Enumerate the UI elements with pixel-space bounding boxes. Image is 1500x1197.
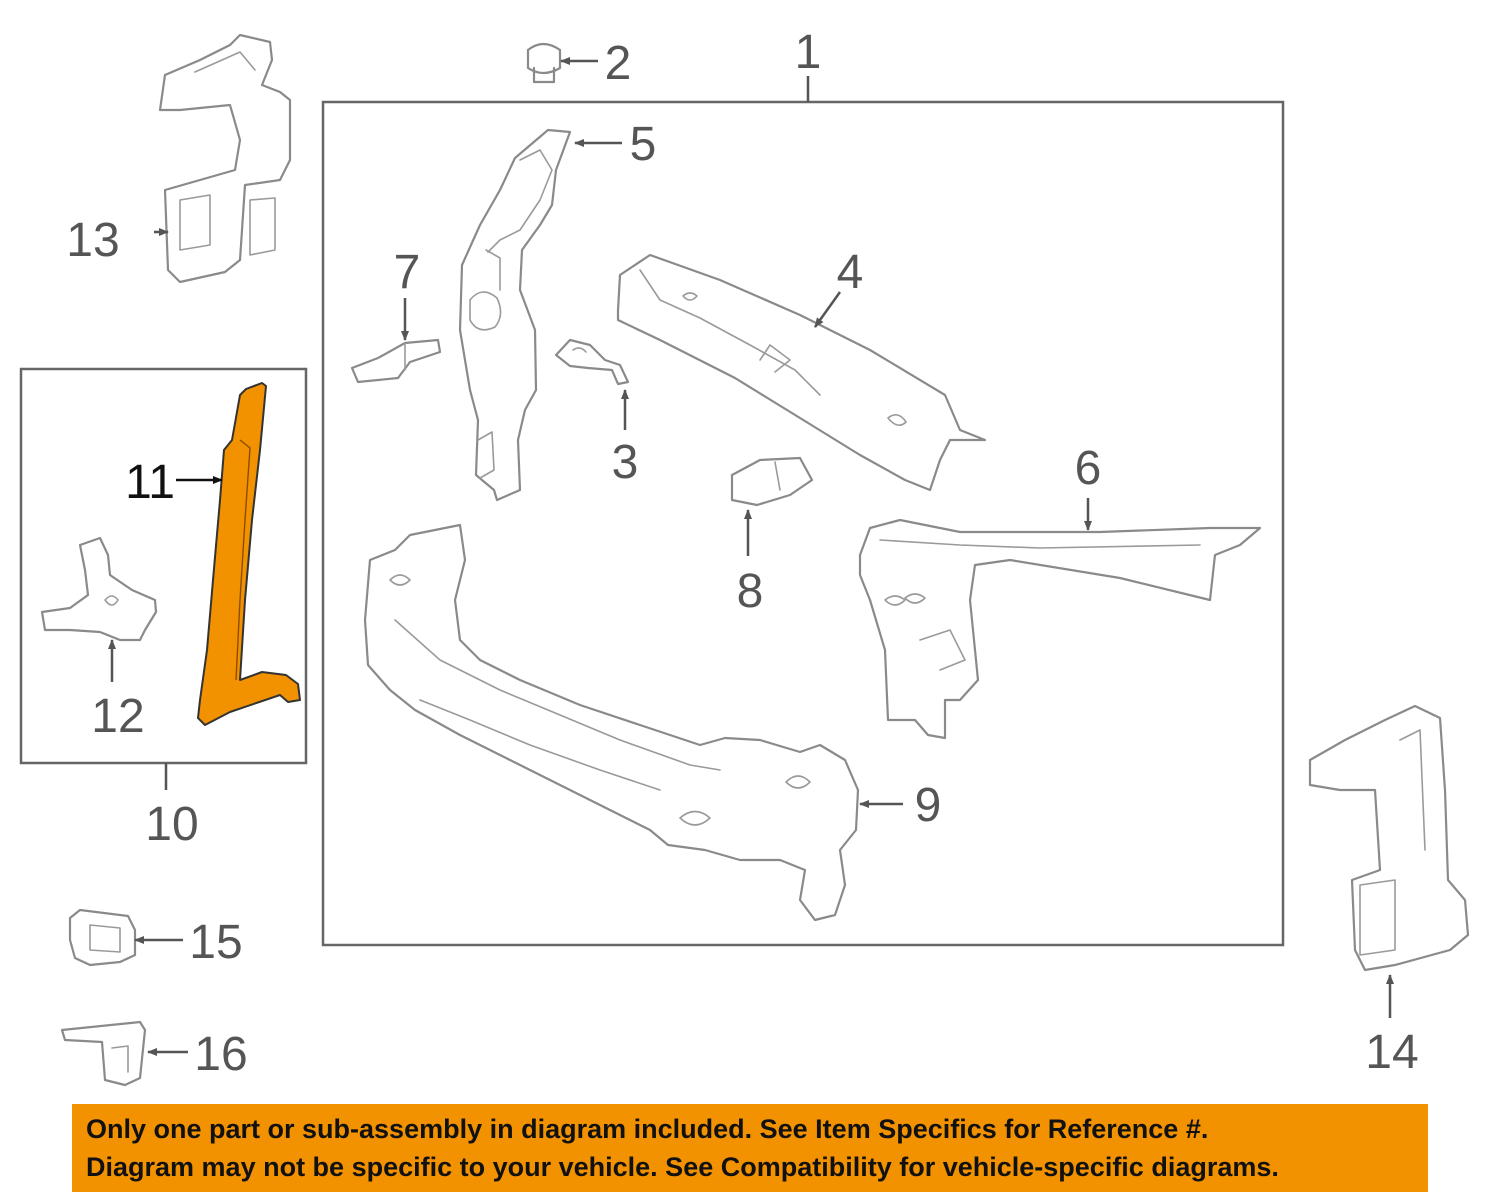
callout-4: 4 xyxy=(837,246,864,299)
part-13-splash-shield[interactable] xyxy=(158,33,292,284)
part-11-highlighted[interactable] xyxy=(197,382,301,726)
assembly-10-box xyxy=(19,367,308,765)
disclaimer-banner: Only one part or sub-assembly in diagram… xyxy=(72,1104,1428,1192)
part-6-upper-tie-bar[interactable] xyxy=(858,518,1262,740)
leader-4 xyxy=(813,291,842,328)
callout-10: 10 xyxy=(145,798,198,851)
assembly-1-box xyxy=(321,100,1285,947)
disclaimer-line-2: Diagram may not be specific to your vehi… xyxy=(86,1152,1279,1182)
callout-8: 8 xyxy=(737,565,764,618)
part-14-splash-shield[interactable] xyxy=(1308,704,1470,972)
part-8-bracket[interactable] xyxy=(730,456,814,507)
callout-12: 12 xyxy=(91,690,144,743)
callout-11: 11 xyxy=(125,456,175,509)
callout-6: 6 xyxy=(1075,442,1102,495)
callout-16: 16 xyxy=(194,1028,247,1081)
callout-13: 13 xyxy=(66,214,119,267)
callout-14: 14 xyxy=(1365,1026,1418,1079)
part-12-bracket[interactable] xyxy=(40,536,158,642)
part-15-connector[interactable] xyxy=(68,908,137,967)
callout-15: 15 xyxy=(189,916,242,969)
callout-9: 9 xyxy=(915,779,942,832)
part-9-lower-support[interactable] xyxy=(363,523,860,922)
callout-2: 2 xyxy=(605,37,632,90)
disclaimer-line-1: Only one part or sub-assembly in diagram… xyxy=(86,1114,1209,1144)
callout-5: 5 xyxy=(630,118,657,171)
part-16-bracket[interactable] xyxy=(60,1020,147,1087)
part-5-side-support[interactable] xyxy=(458,128,572,502)
part-4-lower-support[interactable] xyxy=(616,253,987,492)
callout-7: 7 xyxy=(394,246,421,299)
part-3-bracket[interactable] xyxy=(554,338,630,386)
callout-3: 3 xyxy=(612,436,639,489)
part-7-bracket[interactable] xyxy=(350,338,442,384)
callout-1: 1 xyxy=(795,26,822,79)
part-2-clip[interactable] xyxy=(526,42,562,84)
